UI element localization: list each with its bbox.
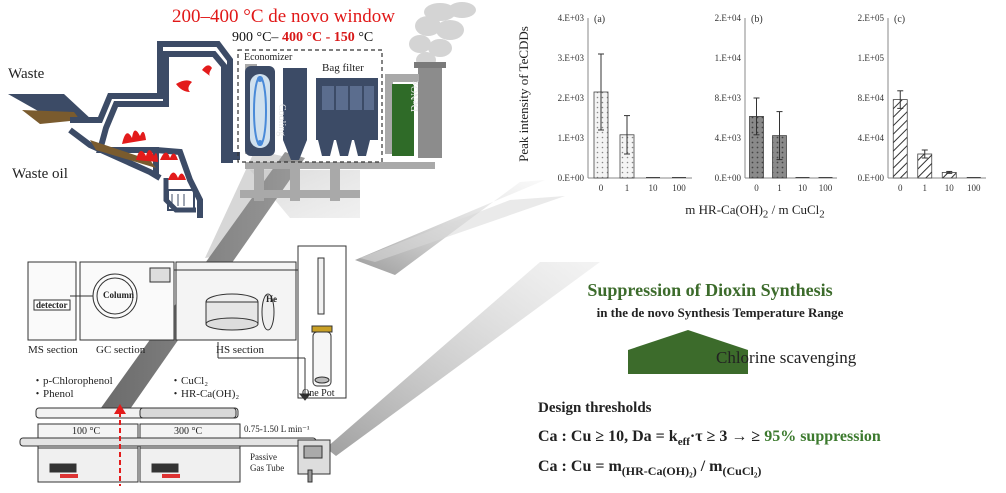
chart-0-ytick-label: 3.E+03: [558, 53, 585, 63]
temp-end: °C: [354, 30, 374, 45]
chart-0-panel-label: (a): [594, 14, 605, 25]
chart-2-panel-label: (c): [894, 14, 905, 25]
design-threshold-line-2: Ca : Cu = m(HR-Ca(OH)₂) / m(CuCl₂): [538, 458, 762, 479]
temp-zone-1-label: 100 °C: [72, 426, 101, 437]
chart-1-ytick-label: 1.E+04: [715, 53, 742, 63]
cooling-label: Cooling: [276, 104, 287, 137]
waste-oil-label: Waste oil: [12, 166, 68, 182]
temperature-profile: 900 °C– 400 °C - 150 °C: [232, 30, 373, 46]
reagent-hr-caoh2: ・HR-Ca(OH)₂: [170, 388, 240, 400]
chart-0-category-label: 10: [649, 183, 659, 193]
waste-label: Waste: [8, 66, 45, 82]
economizer-label: Economizer: [244, 52, 293, 63]
passive-label: Passive: [250, 452, 277, 462]
chart-2-ytick-label: 0.E+00: [858, 173, 885, 183]
column-label: Column: [103, 290, 135, 300]
chart-2-category-label: 10: [945, 183, 955, 193]
chart-0-category-label: 1: [625, 183, 630, 193]
chart-2-category-label: 0: [898, 183, 903, 193]
hs-section-label: HS section: [216, 344, 264, 356]
de-novo-window-title: 200–400 °C de novo window: [172, 6, 395, 27]
suppression-subtitle: in the de novo Synthesis Temperature Ran…: [596, 305, 844, 320]
chart-2-category-label: 100: [967, 183, 981, 193]
chart-2-category-label: 1: [923, 183, 928, 193]
chart-2-ytick-label: 8.E+04: [858, 93, 885, 103]
gas-tube-label: Gas Tube: [250, 463, 285, 473]
denox-unit: [392, 84, 414, 156]
gc-section-label: GC section: [96, 344, 146, 356]
flow-rate-label: 0.75-1.50 L min⁻¹: [244, 424, 310, 434]
he-label: He: [266, 294, 277, 304]
chart-1-panel-label: (b): [751, 14, 763, 25]
temp-display-2: [151, 463, 179, 473]
chart-2-bar: [892, 99, 908, 179]
chart-1-category-label: 1: [777, 183, 782, 193]
chart-0-ytick-label: 1.E+03: [558, 133, 585, 143]
temp-zone-2-label: 300 °C: [174, 426, 203, 437]
furnace-wall: [70, 41, 233, 175]
gc-ms-apparatus: [27, 245, 347, 401]
suppression-title: Suppression of Dioxin Synthesis: [587, 280, 833, 300]
design-thresholds-title: Design thresholds: [538, 400, 652, 416]
de-novo-zone-box: [237, 49, 383, 163]
temp-mid: 400 °C - 150: [281, 30, 355, 45]
smoke-plume: [409, 2, 476, 68]
bag-filter-label: Bag filter: [322, 62, 364, 74]
chart-x-axis-label: m HR-Ca(OH)2 / m CuCl2: [685, 202, 825, 221]
design-threshold-line-1: Ca : Cu ≥ 10, Da = keff·τ ≥ 3 → ≥ 95% su…: [538, 428, 881, 449]
focus-beam-right: [360, 196, 565, 262]
temp-display-1: [49, 463, 77, 473]
chart-2-ytick-label: 2.E+05: [858, 13, 885, 23]
reagent-phenol: ・Phenol: [32, 388, 74, 400]
chart-0-category-label: 0: [599, 183, 604, 193]
chart-1-category-label: 100: [819, 183, 833, 193]
flame-icon: [122, 65, 212, 180]
chart-1-category-label: 0: [754, 183, 759, 193]
focus-beam-bottom: [326, 262, 600, 456]
chart-1-ytick-label: 8.E+03: [715, 93, 742, 103]
chart-1-category-label: 10: [798, 183, 808, 193]
chart-1-ytick-label: 4.E+03: [715, 133, 742, 143]
chart-0-category-label: 100: [672, 183, 686, 193]
reagent-cucl2: ・CuCl₂: [170, 375, 209, 387]
temp-start: 900 °C–: [232, 30, 282, 45]
detector-label: detector: [36, 300, 68, 310]
chart-y-axis-label: Peak intensity of TeCDDs: [516, 26, 531, 162]
reagent-chlorophenol: ・p-Chlorophenol: [32, 375, 113, 387]
ms-section-label: MS section: [28, 344, 78, 356]
passive-gas-tube-setup: [19, 404, 331, 486]
denox-label: DeNOx: [410, 80, 421, 112]
chart-2-ytick-label: 1.E+05: [858, 53, 885, 63]
cooling-tower: [283, 68, 307, 160]
he-cylinder: [261, 293, 275, 331]
chart-2-ytick-label: 4.E+04: [858, 133, 885, 143]
chart-1-ytick-label: 2.E+04: [715, 13, 742, 23]
chart-0-ytick-label: 4.E+03: [558, 13, 585, 23]
chimney-stack: [418, 66, 442, 158]
chlorine-scavenging-label: Chlorine scavenging: [716, 348, 857, 367]
chart-0-ytick-label: 2.E+03: [558, 93, 585, 103]
incinerator-plant: [8, 2, 476, 218]
one-pot-label: One Pot: [302, 388, 335, 399]
chart-0-ytick-label: 0.E+00: [558, 173, 585, 183]
chart-1-ytick-label: 0.E+00: [715, 173, 742, 183]
